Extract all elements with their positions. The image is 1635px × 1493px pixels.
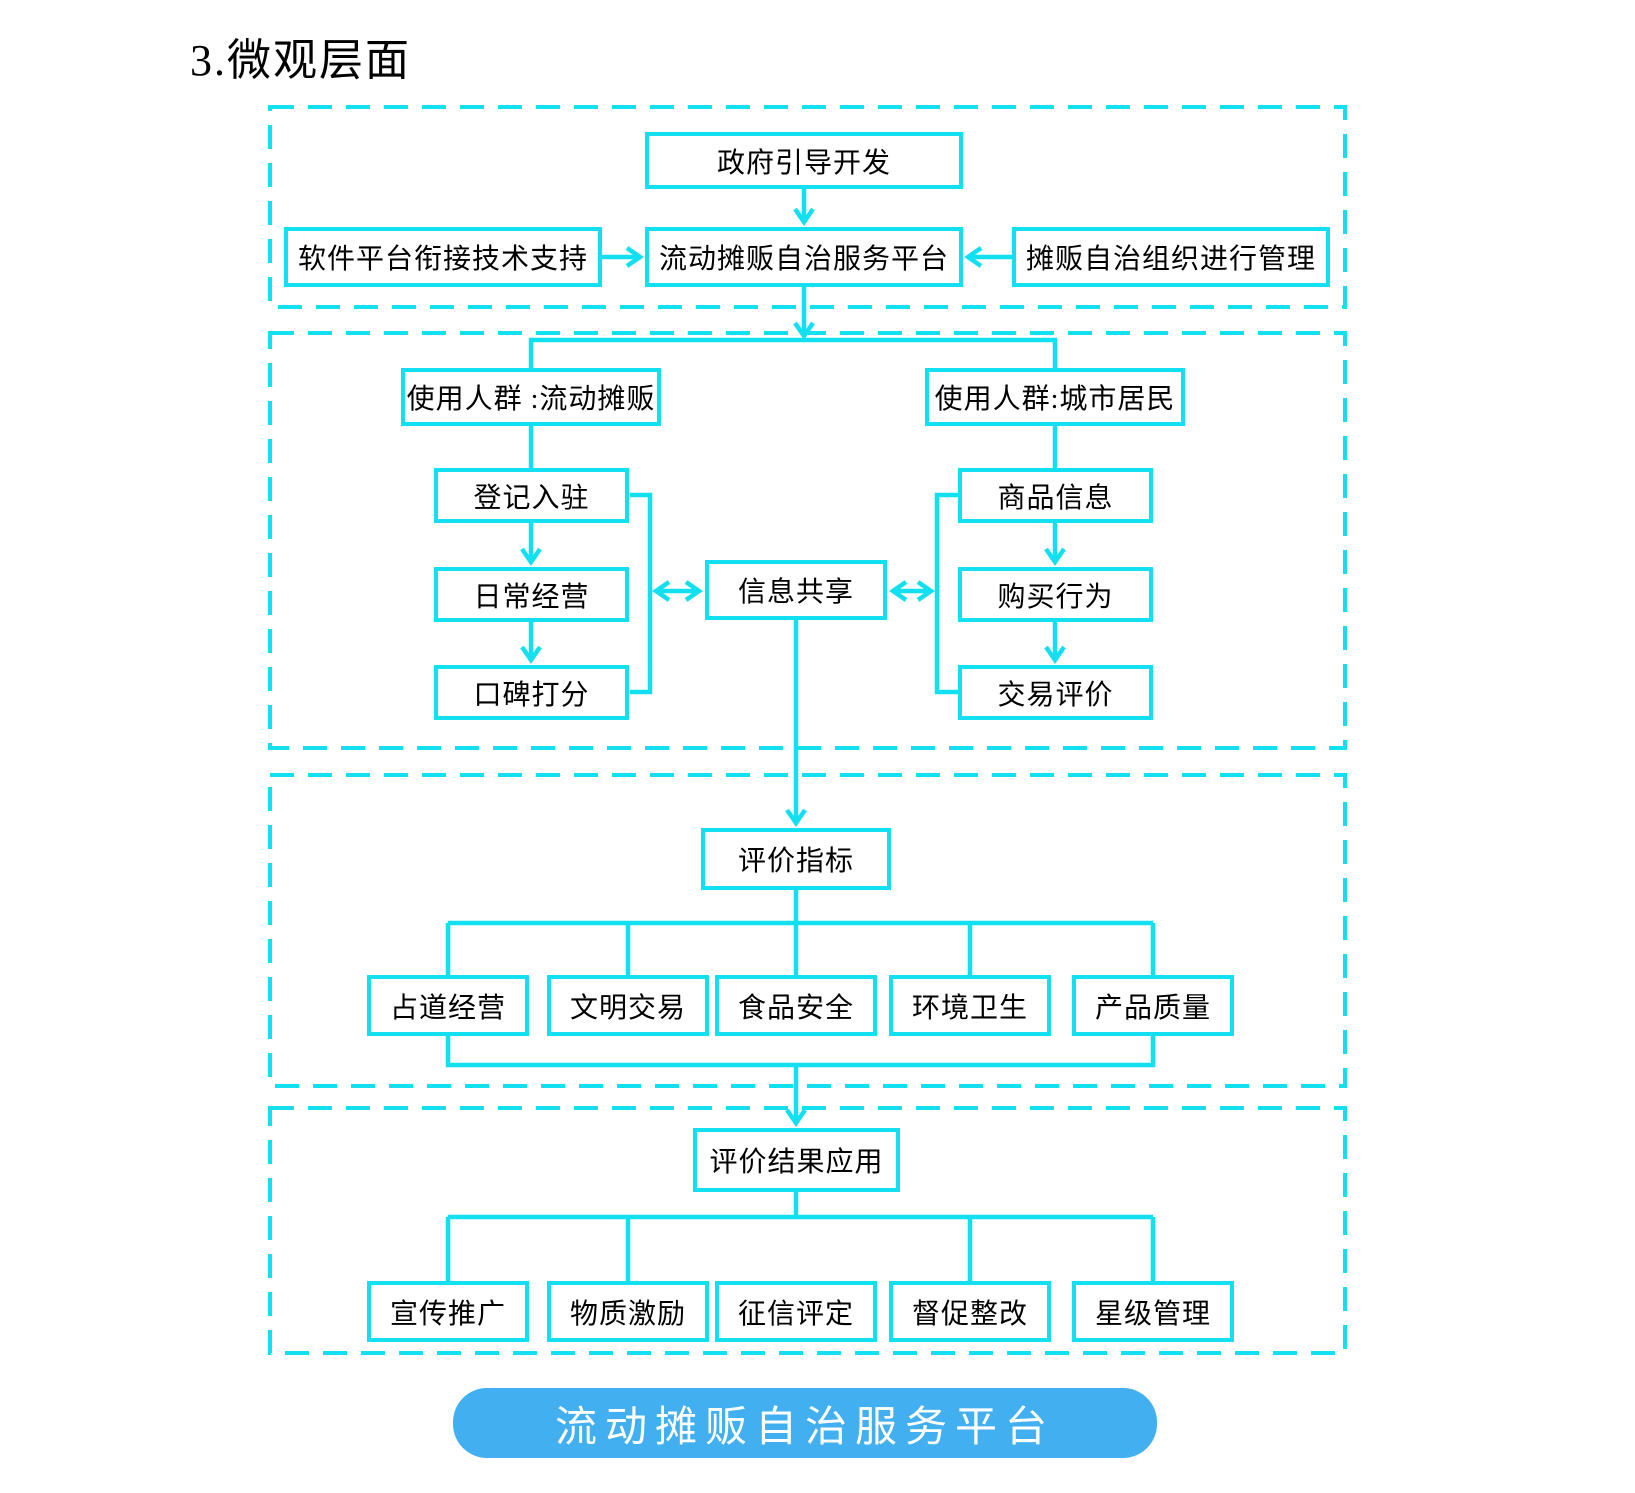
platform-caption-pill: 流动摊贩自治服务平台 — [453, 1388, 1157, 1458]
node-material-incentive: 物质激励 — [547, 1281, 709, 1342]
node-government-guided-development: 政府引导开发 — [645, 132, 963, 189]
node-credit-rating: 征信评定 — [715, 1281, 877, 1342]
node-food-safety: 食品安全 — [715, 975, 877, 1036]
node-evaluation-result-application: 评价结果应用 — [693, 1128, 900, 1192]
node-road-occupation: 占道经营 — [367, 975, 529, 1036]
node-goods-information: 商品信息 — [958, 468, 1153, 523]
node-star-level-management: 星级管理 — [1072, 1281, 1234, 1342]
section-1-frame — [268, 105, 1347, 309]
node-transaction-review: 交易评价 — [958, 665, 1153, 720]
node-supervise-rectification: 督促整改 — [889, 1281, 1051, 1342]
node-purchase-behavior: 购买行为 — [958, 567, 1153, 622]
node-publicity-promotion: 宣传推广 — [367, 1281, 529, 1342]
node-register-entry: 登记入驻 — [434, 468, 629, 523]
node-information-sharing: 信息共享 — [705, 560, 887, 620]
node-users-mobile-vendors: 使用人群 :流动摊贩 — [401, 368, 661, 426]
node-daily-operation: 日常经营 — [434, 567, 629, 622]
node-evaluation-index: 评价指标 — [701, 828, 891, 890]
section-3-frame — [268, 773, 1347, 1088]
node-civilized-trading: 文明交易 — [547, 975, 709, 1036]
node-product-quality: 产品质量 — [1072, 975, 1234, 1036]
node-users-city-residents: 使用人群:城市居民 — [925, 368, 1185, 426]
node-reputation-scoring: 口碑打分 — [434, 665, 629, 720]
node-vendor-self-governance-platform: 流动摊贩自治服务平台 — [645, 227, 963, 287]
page-title: 3.微观层面 — [190, 36, 411, 85]
node-vendor-org-management: 摊贩自治组织进行管理 — [1012, 227, 1330, 287]
section-4-frame — [268, 1106, 1347, 1355]
node-software-platform-tech-support: 软件平台衔接技术支持 — [284, 227, 602, 287]
node-environmental-hygiene: 环境卫生 — [889, 975, 1051, 1036]
